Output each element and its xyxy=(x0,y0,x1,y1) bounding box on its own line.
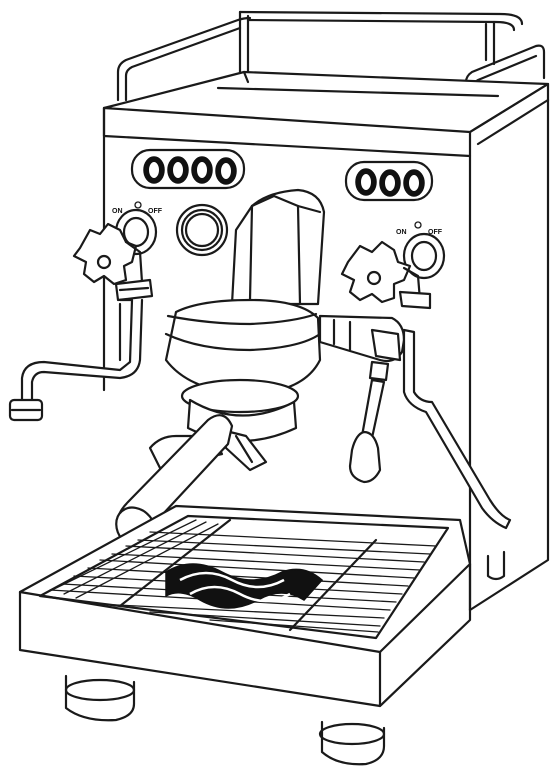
right-indicator-lights xyxy=(344,160,434,202)
cup-rail xyxy=(116,10,546,132)
left-indicator-lights xyxy=(130,148,246,190)
machine-body xyxy=(102,70,550,612)
left-dial-off-label: OFF xyxy=(148,208,163,215)
steam-wand[interactable] xyxy=(318,314,512,530)
right-dial-off-label: OFF xyxy=(428,229,443,236)
pressure-gauge xyxy=(175,203,229,257)
right-dial-on-label: ON xyxy=(396,229,407,236)
right-dial-labels: ON OFF xyxy=(396,221,443,236)
left-steam-knob[interactable] xyxy=(72,208,158,302)
hot-water-wand[interactable] xyxy=(8,298,144,422)
left-dial-on-label: ON xyxy=(112,208,123,215)
drip-tray xyxy=(18,504,472,708)
machine-feet xyxy=(64,550,506,766)
right-steam-knob[interactable] xyxy=(340,232,446,310)
